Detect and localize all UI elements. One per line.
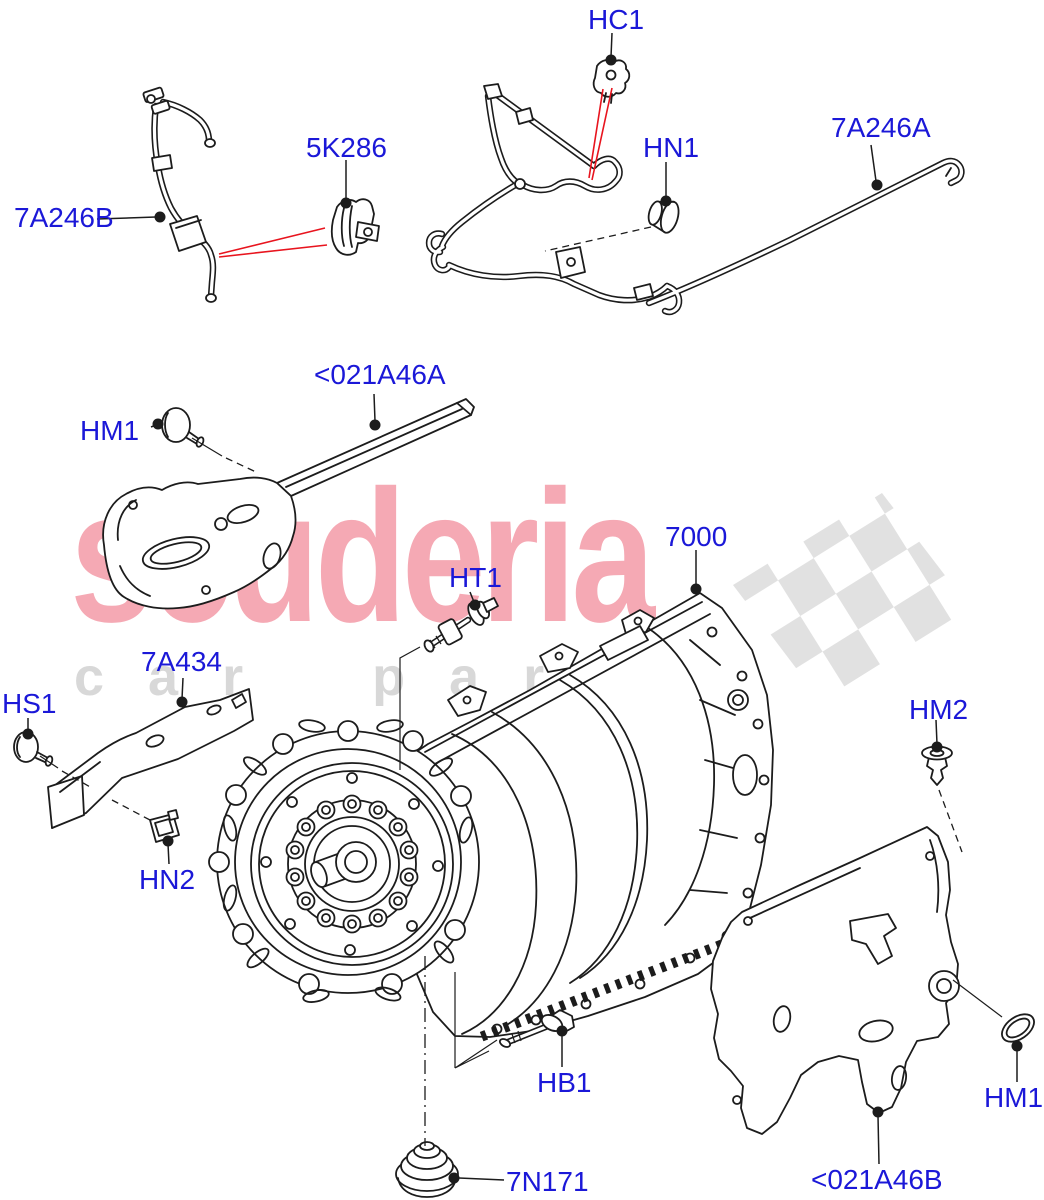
part-drawing-fuel-tube-harness <box>429 59 961 312</box>
callout-7000[interactable]: 7000 <box>665 521 728 552</box>
part-drawing-7000-transmission: ) <box>208 592 774 1043</box>
callout-hb1[interactable]: HB1 <box>537 1067 592 1098</box>
part-drawing-hb1-bolt <box>498 1009 575 1048</box>
part-drawing-7n171-plug <box>395 1141 459 1198</box>
leader-lines <box>22 32 1023 1184</box>
callout-hm1-left[interactable]: HM1 <box>80 415 140 446</box>
callout-7a246b[interactable]: 7A246B <box>14 202 114 233</box>
callout-7a246a[interactable]: 7A246A <box>831 112 931 143</box>
callout-7n171[interactable]: 7N171 <box>506 1166 589 1197</box>
part-drawing-7a434-bracket <box>47 688 254 829</box>
part-drawing-ht1-bolt <box>423 597 499 653</box>
callout-ht1[interactable]: HT1 <box>449 562 502 593</box>
callout-7a434[interactable]: 7A434 <box>141 646 222 677</box>
part-drawing-hn2-clip-nut <box>149 809 180 843</box>
callout-hm2[interactable]: HM2 <box>909 694 969 725</box>
callout-021a46b[interactable]: <021A46B <box>811 1164 943 1195</box>
part-drawing-5k286-clip <box>330 198 380 256</box>
part-drawing-7a246b-tube <box>142 86 217 303</box>
callout-hc1[interactable]: HC1 <box>588 4 645 35</box>
part-drawing-hm1-right-grommet <box>1001 1013 1035 1043</box>
part-drawing-021a46a-heat-shield <box>102 398 475 610</box>
part-drawing-021a46b-heat-shield <box>710 826 1003 1135</box>
callout-021a46a[interactable]: <021A46A <box>314 359 446 390</box>
checkered-flag-watermark <box>733 493 970 701</box>
callout-hs1[interactable]: HS1 <box>2 688 57 719</box>
callout-hn2[interactable]: HN2 <box>139 864 196 895</box>
callout-5k286[interactable]: 5K286 <box>306 132 387 163</box>
callout-hn1[interactable]: HN1 <box>643 132 700 163</box>
callout-hm1-right[interactable]: HM1 <box>984 1082 1044 1113</box>
